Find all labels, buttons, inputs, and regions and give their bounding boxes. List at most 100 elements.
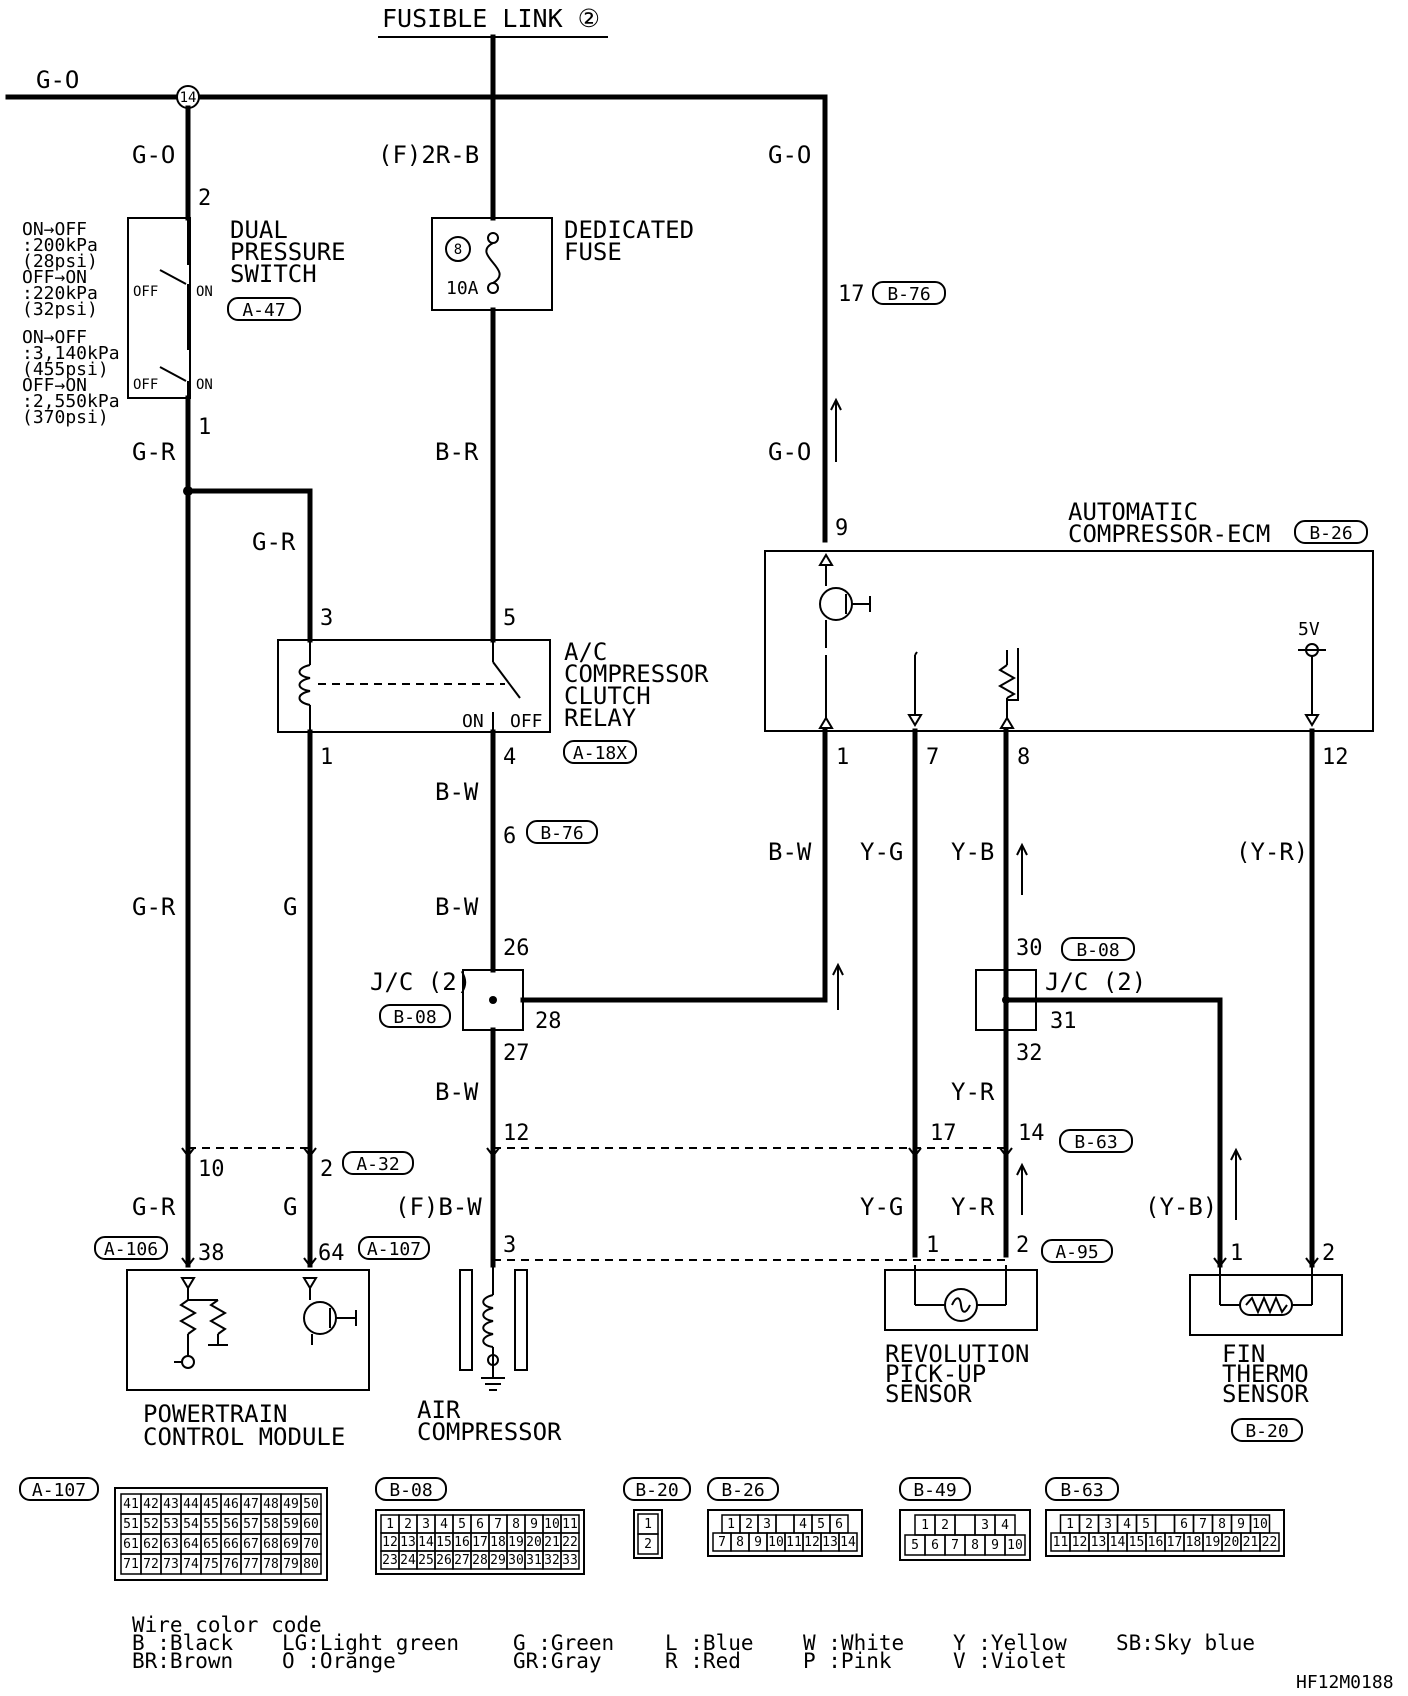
connector-pin-label: 74 [183, 1557, 199, 1572]
jc2-pin-31: 31 [1050, 1009, 1077, 1034]
wire-ecm-top: G-O [768, 141, 811, 169]
jc1-pin-27: 27 [503, 1041, 530, 1066]
connector-pin-label: 30 [508, 1553, 524, 1568]
relay-name-1: A/C [564, 638, 607, 666]
jc2-code: B-08 [1076, 940, 1119, 961]
connector-pin-label: 6 [835, 1517, 843, 1532]
connector-pin-label: 18 [490, 1535, 506, 1550]
svg-text::3,140kPa: :3,140kPa [22, 343, 120, 364]
connector-cell [560, 1550, 580, 1570]
a32-pin-2: 2 [320, 1157, 333, 1182]
connector-pin-label: 62 [143, 1537, 159, 1552]
connector-pin-label: 45 [203, 1497, 219, 1512]
dual-pressure-switch [127, 217, 191, 399]
pcm-name-1: POWERTRAIN [143, 1400, 288, 1428]
ac-compressor-clutch-relay [277, 639, 551, 733]
connector-pin-label: 24 [400, 1553, 416, 1568]
dps-pin-1: 1 [198, 415, 211, 440]
relay-on: ON [462, 711, 484, 732]
rev-code: A-95 [1055, 1242, 1098, 1263]
a32-code: A-32 [356, 1154, 399, 1175]
ecm-code: B-26 [1309, 523, 1352, 544]
connector-pin-label: 59 [283, 1517, 299, 1532]
connector-housing [899, 1509, 1031, 1561]
dps-name-3: SWITCH [230, 260, 317, 288]
connector-pin-label: 16 [1148, 1535, 1164, 1550]
connector-pin-label: 25 [418, 1553, 434, 1568]
connector-pin-label: 55 [203, 1517, 219, 1532]
connector-pin-label: 33 [562, 1553, 578, 1568]
connector-pin-label: 5 [458, 1517, 466, 1532]
connector-pin-label: 2 [404, 1517, 412, 1532]
dps-name-1: DUAL [230, 216, 288, 244]
connector-pin-label: 69 [283, 1537, 299, 1552]
connector-pin-label: 79 [283, 1557, 299, 1572]
svg-text::200kPa: :200kPa [22, 235, 98, 256]
jc2-pin-32: 32 [1016, 1041, 1043, 1066]
connector-pin-label: 70 [303, 1537, 319, 1552]
wire-top-left: G-O [36, 66, 79, 94]
b76-pin-6: 6 [503, 824, 516, 849]
b76-code: B-76 [540, 823, 583, 844]
dps-off-1: OFF [133, 284, 158, 300]
wire-ecm-mid: G-O [768, 438, 811, 466]
comp-name-2: COMPRESSOR [417, 1418, 562, 1446]
svg-text:B-49: B-49 [913, 1480, 956, 1501]
connector-pin-label: 6 [1180, 1517, 1188, 1532]
connector-pin-label: 1 [921, 1518, 929, 1533]
connector-pin-label: 54 [183, 1517, 199, 1532]
pcm-code-2: A-107 [367, 1239, 421, 1260]
connector-pin-label: 5 [1142, 1517, 1150, 1532]
fin-name-3: SENSOR [1222, 1380, 1309, 1408]
connector-pin-label: 29 [490, 1553, 506, 1568]
ecm-pin-8: 8 [1017, 745, 1030, 770]
connector-pin-label: 12 [382, 1535, 398, 1550]
connector-cell [775, 1514, 795, 1534]
svg-text::220kPa: :220kPa [22, 283, 98, 304]
relay-name-3: CLUTCH [564, 682, 651, 710]
connector-pin-label: 16 [454, 1535, 470, 1550]
dps-on-1: ON [196, 284, 213, 300]
connector-pin-label: 20 [1224, 1535, 1240, 1550]
fuse-number: 8 [454, 242, 462, 258]
dps-pin-2: 2 [198, 186, 211, 211]
connector-pin-label: 63 [163, 1537, 179, 1552]
rev-name-1: REVOLUTION [885, 1340, 1030, 1368]
relay-off: OFF [510, 711, 543, 732]
ecm-name-1: AUTOMATIC [1068, 498, 1198, 526]
svg-text:V :Violet: V :Violet [953, 1649, 1067, 1673]
relay-name-4: RELAY [564, 704, 637, 732]
connector-housing [375, 1509, 585, 1575]
connector-pin-label: 10 [1007, 1538, 1023, 1553]
connector-pin-label: 52 [143, 1517, 159, 1532]
ecm-pin-7: 7 [926, 745, 939, 770]
wire-pcm-right-low: G [283, 1193, 297, 1221]
svg-text:ON→OFF: ON→OFF [22, 219, 87, 240]
connector-cell [300, 1553, 322, 1575]
svg-text:BR:Brown: BR:Brown [132, 1649, 233, 1673]
connector-pin-label: 6 [931, 1538, 939, 1553]
svg-text:W :White: W :White [803, 1631, 904, 1655]
wire-ecm12: (Y-R) [1236, 838, 1308, 866]
relay-pin-4: 4 [503, 745, 516, 770]
connector-pin-label: 22 [562, 1535, 578, 1550]
connector-pin-label: 5 [911, 1538, 919, 1553]
wire-rev-left: Y-G [860, 1193, 903, 1221]
wire-pcm-right: G [283, 893, 297, 921]
wire-ecm8: Y-B [951, 838, 994, 866]
pcm-pin-38: 38 [198, 1241, 225, 1266]
connector-pin-label: 6 [476, 1517, 484, 1532]
connector-pin-label: 80 [303, 1557, 319, 1572]
dps-code: A-47 [242, 300, 285, 321]
connector-pin-label: 3 [981, 1518, 989, 1533]
diagram-title: FUSIBLE LINK ② [382, 4, 600, 33]
connector-pin-label: 1 [1066, 1517, 1074, 1532]
wire-rev-right: Y-R [951, 1193, 995, 1221]
connector-pin-label: 18 [1186, 1535, 1202, 1550]
connector-pin-label: 11 [786, 1535, 802, 1550]
connector-pin-label: 71 [123, 1557, 139, 1572]
comp-name-1: AIR [417, 1396, 461, 1424]
jc2-name: J/C (2) [1045, 968, 1146, 996]
rev-pin-2: 2 [1016, 1233, 1029, 1258]
fin-thermo-sensor [1189, 1274, 1343, 1336]
